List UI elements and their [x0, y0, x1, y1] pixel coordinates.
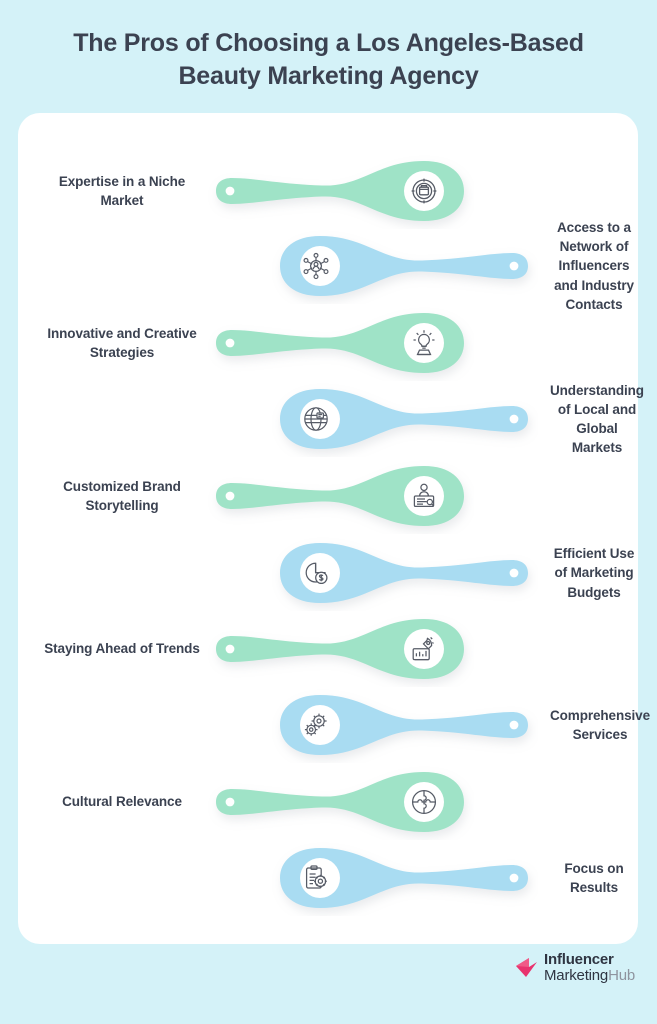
pod-blue[interactable]: [266, 228, 538, 304]
logo-marketing-text: Marketing: [544, 967, 609, 984]
infographic-row: Staying Ahead of Trends: [18, 611, 638, 687]
item-label: Focus on Results: [564, 860, 624, 895]
item-label: Cultural Relevance: [62, 794, 182, 810]
pod-blue[interactable]: [266, 840, 538, 916]
infographic-row: Efficient Use of Marketing Budgets: [18, 535, 638, 611]
pink-arrow-icon: [516, 957, 538, 977]
item-label: Staying Ahead of Trends: [44, 641, 200, 657]
item-label: Comprehensive Services: [550, 707, 650, 742]
target-product-icon: [404, 171, 444, 211]
item-label: Customized Brand Storytelling: [63, 478, 181, 513]
pod-blue[interactable]: [266, 381, 538, 457]
pod-green[interactable]: [202, 611, 474, 687]
pod-green[interactable]: [202, 305, 474, 381]
item-label: Expertise in a Niche Market: [58, 173, 186, 208]
pod-green[interactable]: [202, 153, 474, 229]
logo-line-2: MarketingHub: [544, 968, 635, 983]
trend-rocket-icon: [404, 629, 444, 669]
item-label: Efficient Use of Marketing Budgets: [553, 546, 635, 600]
infographic-row: Expertise in a Niche Market: [18, 153, 638, 229]
influencer-marketing-hub-logo: Influencer MarketingHub: [514, 952, 635, 983]
clipboard-results-icon: [296, 858, 336, 898]
item-label: Innovative and Creative Strategies: [47, 325, 197, 360]
page-title: The Pros of Choosing a Los Angeles-Based…: [73, 29, 584, 90]
infographic-row: Innovative and Creative Strategies: [18, 305, 638, 381]
pod-blue[interactable]: [266, 687, 538, 763]
logo-line-1: Influencer: [544, 951, 614, 968]
gears-services-icon: [296, 705, 336, 745]
network-people-icon: [296, 246, 336, 286]
pod-blue[interactable]: [266, 535, 538, 611]
infographic-row: Customized Brand Storytelling: [18, 458, 638, 534]
money-budget-icon: [296, 553, 336, 593]
pod-green[interactable]: [202, 458, 474, 534]
lightbulb-idea-icon: [404, 323, 444, 363]
pod-green[interactable]: [202, 764, 474, 840]
infographic-row: Comprehensive Services: [18, 687, 650, 763]
infographic-card: Expertise in a Niche Market: [18, 113, 650, 944]
logo-hub-text: Hub: [608, 967, 635, 984]
logo-wordmark: Influencer MarketingHub: [544, 952, 635, 983]
infographic-row: Cultural Relevance: [18, 764, 638, 840]
globe-markets-icon: [296, 399, 336, 439]
presenter-storytelling-icon: [404, 476, 444, 516]
infographic-row: Access to a Network of Influencers and I…: [18, 220, 638, 312]
items-list: Expertise in a Niche Market: [18, 113, 650, 944]
item-label: Access to a Network of Influencers and I…: [554, 220, 634, 312]
item-label: Understanding of Local and Global Market…: [550, 382, 644, 456]
footer: Influencer MarketingHub: [0, 952, 657, 983]
puzzle-culture-icon: [404, 782, 444, 822]
infographic-row: Focus on Results: [18, 840, 638, 916]
infographic-row: Understanding of Local and Global Market…: [18, 381, 644, 457]
